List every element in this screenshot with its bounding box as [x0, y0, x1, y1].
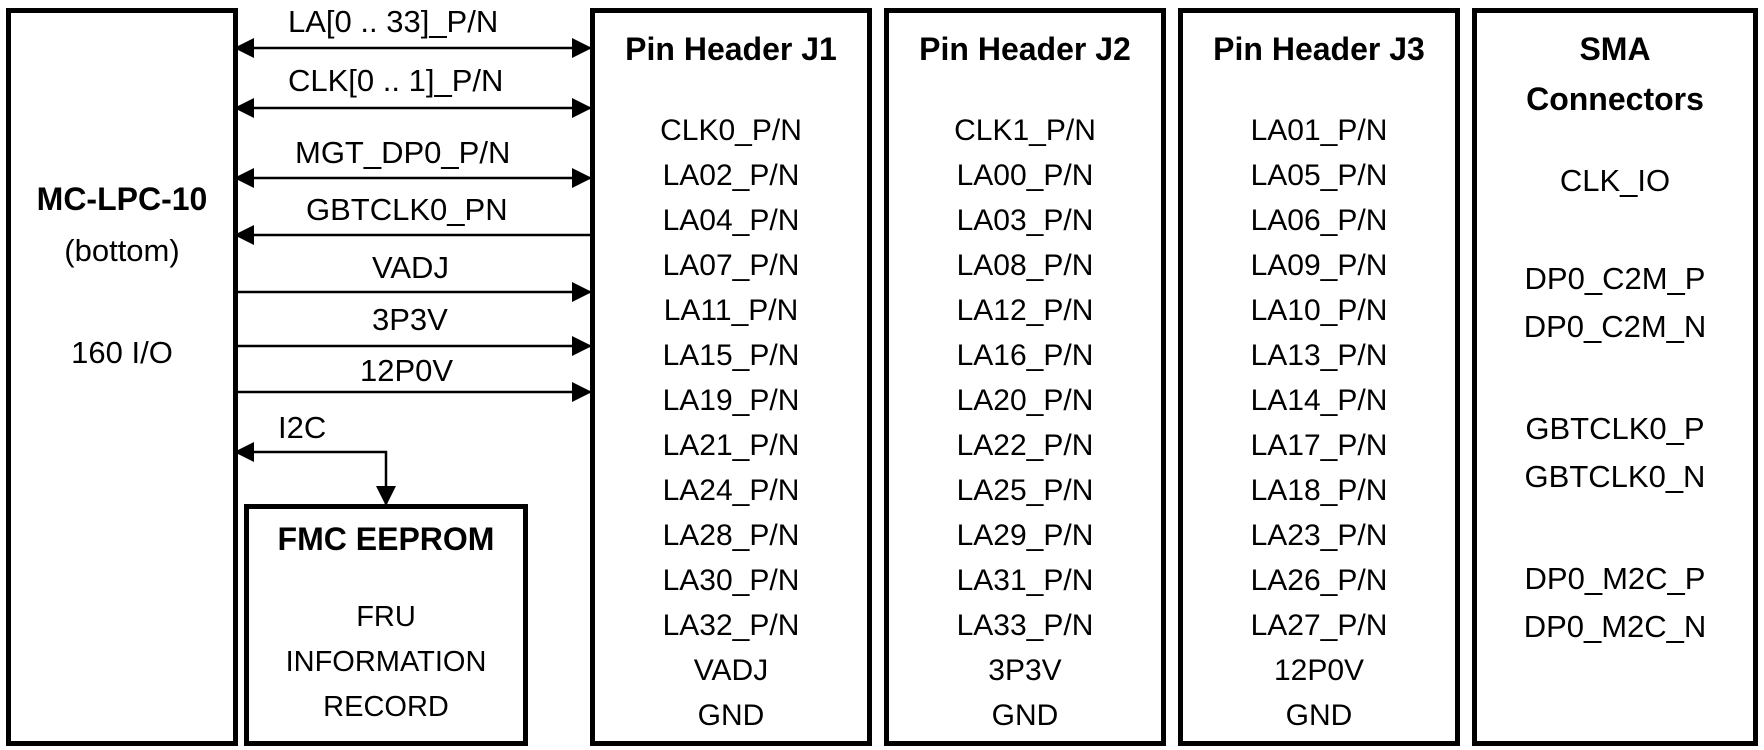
- fmc-side: (bottom): [64, 233, 180, 268]
- pin-label: LA04_P/N: [662, 204, 800, 237]
- pin-label: LA20_P/N: [956, 384, 1094, 417]
- eeprom-line-1: FRU: [356, 601, 416, 633]
- sma-signal: CLK_IO: [1559, 163, 1671, 198]
- header-title: Pin Header J1: [625, 31, 837, 67]
- pin-label: LA13_P/N: [1250, 339, 1388, 372]
- sma-signal: DP0_C2M_P: [1524, 261, 1706, 296]
- pin-label: LA09_P/N: [1250, 249, 1388, 282]
- pin-label: GND: [991, 699, 1059, 732]
- pin-label: 12P0V: [1273, 654, 1365, 687]
- pin-label: LA05_P/N: [1250, 159, 1388, 192]
- pin-label: GND: [1285, 699, 1353, 732]
- sma-connectors-box: SMA Connectors CLK_IO DP0_C2M_P DP0_C2M_…: [1472, 8, 1758, 746]
- pin-label: LA21_P/N: [662, 429, 800, 462]
- pin-label: CLK1_P/N: [954, 114, 1096, 147]
- fmc-eeprom-box: FMC EEPROM FRU INFORMATION RECORD: [244, 504, 528, 746]
- pin-list: CLK0_P/N LA02_P/N LA04_P/N LA07_P/N LA11…: [595, 108, 867, 738]
- pin-label: LA07_P/N: [662, 249, 800, 282]
- signal-label-clk: CLK[0 .. 1]_P/N: [288, 63, 504, 98]
- pin-label: LA14_P/N: [1250, 384, 1388, 417]
- pin-label: LA19_P/N: [662, 384, 800, 417]
- signal-label-gbtclk: GBTCLK0_PN: [306, 192, 508, 227]
- sma-title-line-1: SMA: [1579, 31, 1651, 67]
- pin-label: LA25_P/N: [956, 474, 1094, 507]
- pin-label: LA31_P/N: [956, 564, 1094, 597]
- pin-label: LA16_P/N: [956, 339, 1094, 372]
- pin-label: LA01_P/N: [1250, 114, 1388, 147]
- signal-label-3p3v: 3P3V: [372, 302, 448, 337]
- signal-label-vadj: VADJ: [372, 250, 449, 285]
- fmc-name: MC-LPC-10: [36, 181, 208, 217]
- sma-signal: DP0_M2C_N: [1523, 609, 1707, 644]
- pin-label: VADJ: [693, 654, 769, 687]
- pin-label: LA24_P/N: [662, 474, 800, 507]
- signal-label-mgt: MGT_DP0_P/N: [295, 135, 511, 170]
- pin-header-j1: Pin Header J1 CLK0_P/N LA02_P/N LA04_P/N…: [590, 8, 872, 746]
- pin-label: CLK0_P/N: [660, 114, 802, 147]
- pin-label: LA32_P/N: [662, 609, 800, 642]
- pin-label: LA33_P/N: [956, 609, 1094, 642]
- pin-label: LA26_P/N: [1250, 564, 1388, 597]
- header-title: Pin Header J3: [1213, 31, 1425, 67]
- header-title: Pin Header J2: [919, 31, 1131, 67]
- pin-list: LA01_P/N LA05_P/N LA06_P/N LA09_P/N LA10…: [1183, 108, 1455, 738]
- pin-label: LA02_P/N: [662, 159, 800, 192]
- pin-label: LA30_P/N: [662, 564, 800, 597]
- signal-label-la: LA[0 .. 33]_P/N: [288, 4, 499, 39]
- pin-label: LA10_P/N: [1250, 294, 1388, 327]
- sma-signal: GBTCLK0_P: [1525, 411, 1705, 446]
- pin-label: 3P3V: [988, 654, 1062, 687]
- pin-label: LA28_P/N: [662, 519, 800, 552]
- sma-signal: GBTCLK0_N: [1524, 459, 1706, 494]
- pin-label: LA00_P/N: [956, 159, 1094, 192]
- pin-label: LA12_P/N: [956, 294, 1094, 327]
- eeprom-line-2: INFORMATION: [285, 646, 487, 678]
- pin-label: LA23_P/N: [1250, 519, 1388, 552]
- signal-label-i2c: I2C: [278, 410, 327, 445]
- signal-label-12p0v: 12P0V: [360, 353, 454, 388]
- eeprom-title: FMC EEPROM: [277, 521, 495, 557]
- eeprom-line-3: RECORD: [323, 691, 449, 723]
- pin-label: LA11_P/N: [663, 294, 799, 327]
- pin-label: LA08_P/N: [956, 249, 1094, 282]
- pin-label: LA29_P/N: [956, 519, 1094, 552]
- fmc-connector-box: MC-LPC-10 (bottom) 160 I/O: [6, 8, 238, 746]
- pin-label: LA03_P/N: [956, 204, 1094, 237]
- fmc-io-count: 160 I/O: [71, 335, 173, 370]
- sma-signal: DP0_C2M_N: [1523, 309, 1707, 344]
- pin-label: LA15_P/N: [662, 339, 800, 372]
- pin-label: GND: [697, 699, 765, 732]
- pin-header-j3: Pin Header J3 LA01_P/N LA05_P/N LA06_P/N…: [1178, 8, 1460, 746]
- pin-label: LA27_P/N: [1250, 609, 1388, 642]
- sma-signal: DP0_M2C_P: [1524, 561, 1706, 596]
- pin-header-j2: Pin Header J2 CLK1_P/N LA00_P/N LA03_P/N…: [884, 8, 1166, 746]
- pin-list: CLK1_P/N LA00_P/N LA03_P/N LA08_P/N LA12…: [889, 108, 1161, 738]
- arrow-i2c: [234, 442, 396, 506]
- pin-label: LA22_P/N: [956, 429, 1094, 462]
- pin-label: LA18_P/N: [1250, 474, 1388, 507]
- pin-label: LA06_P/N: [1250, 204, 1388, 237]
- pin-label: LA17_P/N: [1250, 429, 1388, 462]
- sma-title-line-2: Connectors: [1526, 81, 1704, 117]
